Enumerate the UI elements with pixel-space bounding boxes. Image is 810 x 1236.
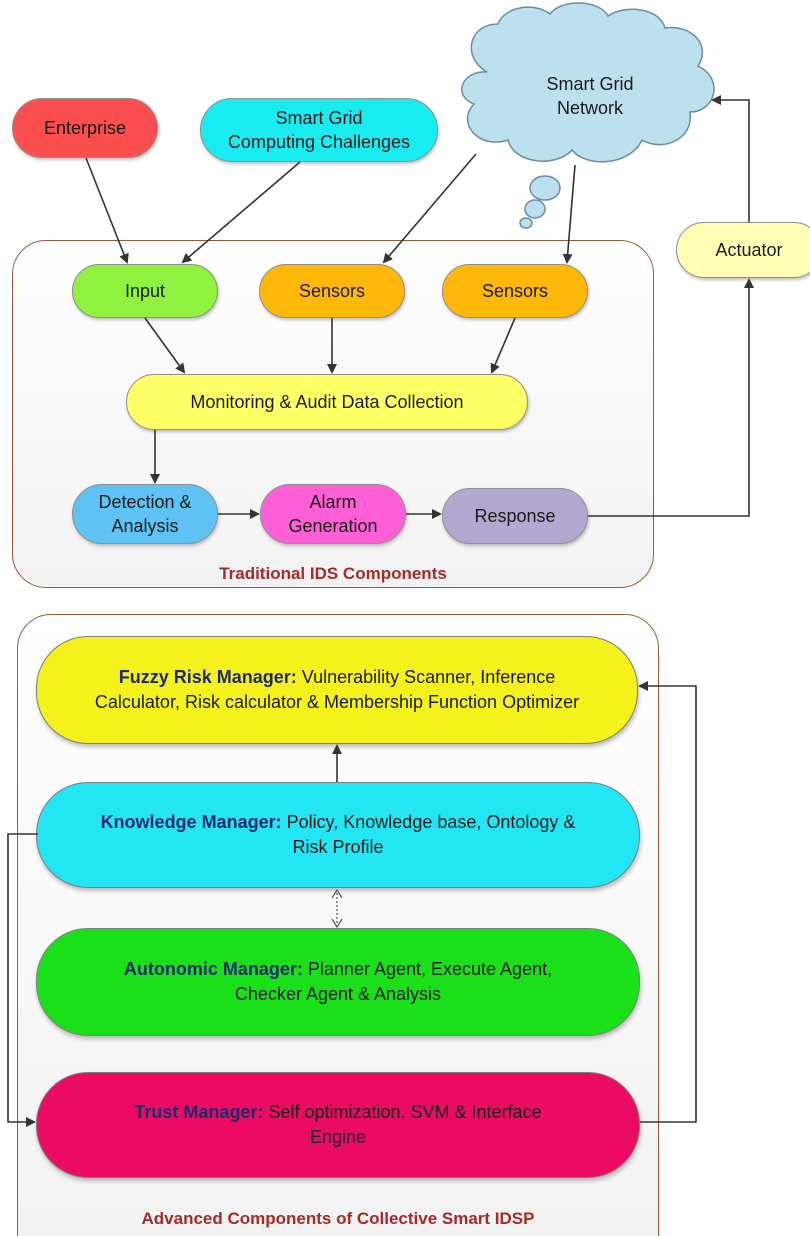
autonomic-line1: Planner Agent, Execute Agent, (302, 959, 553, 979)
detection-line2: Analysis (111, 516, 179, 536)
challenges-line1: Smart Grid (275, 108, 363, 128)
double-arrow-head-top (331, 888, 343, 899)
alarm-line1: Alarm (309, 492, 357, 512)
sensors-label-1: Sensors (298, 281, 366, 301)
autonomic-manager-node: Autonomic Manager: Planner Agent, Execut… (36, 928, 640, 1036)
arrow-knowledge-trust (7, 833, 38, 1127)
fuzzy-risk-manager-node: Fuzzy Risk Manager: Vulnerability Scanne… (36, 636, 638, 744)
arrow-enterprise-input (85, 157, 129, 264)
trust-line2: Engine (309, 1127, 367, 1147)
knowledge-line2: Risk Profile (292, 837, 384, 857)
arrow-network-sensors1 (382, 153, 477, 264)
fuzzy-title: Fuzzy Risk Manager: (118, 667, 297, 687)
knowledge-line1: Policy, Knowledge base, Ontology & (281, 812, 576, 832)
fuzzy-line2: Calculator, Risk calculator & Membership… (94, 692, 580, 712)
autonomic-title: Autonomic Manager: (123, 959, 303, 979)
detection-line1: Detection & (98, 492, 192, 512)
arrow-network-sensors2 (562, 164, 576, 264)
computing-challenges-node: Smart Grid Computing Challenges (200, 98, 438, 162)
response-label: Response (474, 506, 556, 526)
arrow-challenges-input (181, 161, 301, 264)
arrow-actuator-network (711, 95, 750, 222)
autonomic-line2: Checker Agent & Analysis (234, 984, 442, 1004)
double-arrow-head-bottom (331, 918, 343, 929)
knowledge-manager-node: Knowledge Manager: Policy, Knowledge bas… (36, 782, 640, 888)
enterprise-node: Enterprise (12, 98, 158, 158)
fuzzy-line1: Vulnerability Scanner, Inference (296, 667, 556, 687)
arrow-input-monitoring (144, 317, 186, 374)
network-line2: Network (556, 98, 623, 118)
actuator-label: Actuator (715, 240, 783, 260)
alarm-line2: Generation (288, 516, 378, 536)
monitoring-node: Monitoring & Audit Data Collection (126, 374, 528, 430)
knowledge-title: Knowledge Manager: (100, 812, 282, 832)
enterprise-label: Enterprise (43, 118, 127, 138)
trust-line1: Self optimization, SVM & Interface (263, 1102, 542, 1122)
detection-analysis-node: Detection & Analysis (72, 484, 218, 544)
sensors-node-1: Sensors (259, 264, 405, 318)
network-line1: Smart Grid (546, 74, 634, 94)
alarm-generation-node: Alarm Generation (260, 484, 406, 544)
arrow-sensors2-monitoring (490, 317, 516, 374)
arrow-trust-fuzzy (638, 681, 697, 1123)
traditional-ids-caption: Traditional IDS Components (219, 564, 447, 583)
smart-grid-network-label: Smart Grid Network (520, 72, 660, 120)
arrow-response-actuator (588, 278, 754, 517)
advanced-idsp-caption: Advanced Components of Collective Smart … (141, 1209, 535, 1228)
monitoring-label: Monitoring & Audit Data Collection (190, 392, 464, 412)
sensors-label-2: Sensors (481, 281, 549, 301)
response-node: Response (442, 488, 588, 544)
trust-title: Trust Manager: (134, 1102, 264, 1122)
trust-manager-node: Trust Manager: Self optimization, SVM & … (36, 1072, 640, 1178)
input-label: Input (124, 281, 166, 301)
challenges-line2: Computing Challenges (227, 132, 411, 152)
input-node: Input (72, 264, 218, 318)
sensors-node-2: Sensors (442, 264, 588, 318)
actuator-node: Actuator (676, 222, 810, 278)
